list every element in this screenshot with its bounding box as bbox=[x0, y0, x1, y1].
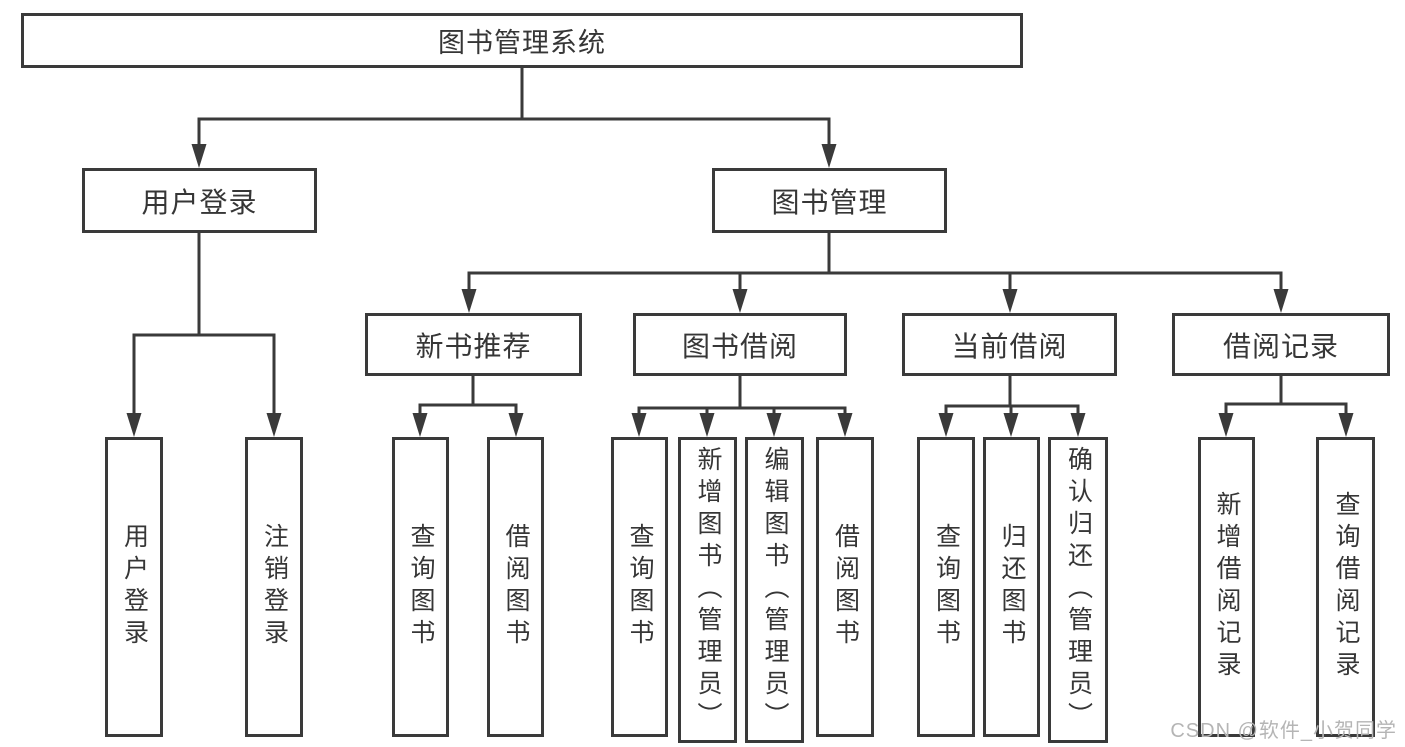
node-current-borrow: 当前借阅 bbox=[902, 313, 1117, 376]
leaf-query-books-recommend: 查询图书 bbox=[392, 437, 449, 737]
leaf-borrow-books-recommend: 借阅图书 bbox=[487, 437, 544, 737]
connector-book-borrow bbox=[637, 374, 847, 419]
leaf-edit-books-admin: 编辑图书（管理员） bbox=[745, 437, 804, 743]
leaf-confirm-return-admin: 确认归还（管理员） bbox=[1048, 437, 1108, 743]
leaf-query-borrow-record: 查询借阅记录 bbox=[1316, 437, 1375, 737]
node-user-login: 用户登录 bbox=[82, 168, 317, 233]
leaf-add-books-admin: 新增图书（管理员） bbox=[678, 437, 737, 743]
leaf-return-books: 归还图书 bbox=[983, 437, 1040, 737]
node-root: 图书管理系统 bbox=[21, 13, 1023, 68]
leaf-query-books-borrow: 查询图书 bbox=[611, 437, 668, 737]
connector-borrow-records bbox=[1224, 374, 1348, 419]
node-borrow-records: 借阅记录 bbox=[1172, 313, 1390, 376]
connector-book-management bbox=[467, 231, 1283, 294]
csdn-watermark: CSDN @软件_小贺同学 bbox=[1170, 720, 1397, 742]
leaf-borrow-books: 借阅图书 bbox=[816, 437, 874, 737]
node-book-management: 图书管理 bbox=[712, 168, 947, 233]
node-book-borrow: 图书借阅 bbox=[633, 313, 847, 376]
leaf-add-borrow-record: 新增借阅记录 bbox=[1198, 437, 1255, 737]
leaf-logout: 注销登录 bbox=[245, 437, 303, 737]
arrowheads bbox=[126, 144, 1354, 437]
leaf-query-books-current: 查询图书 bbox=[917, 437, 975, 737]
connector-current-borrow bbox=[944, 374, 1080, 419]
connector-root bbox=[197, 65, 831, 150]
node-new-book-recommend: 新书推荐 bbox=[365, 313, 582, 376]
connector-user-login bbox=[132, 231, 276, 419]
leaf-user-login: 用户登录 bbox=[105, 437, 163, 737]
connector-new-book-recommend bbox=[418, 374, 518, 419]
